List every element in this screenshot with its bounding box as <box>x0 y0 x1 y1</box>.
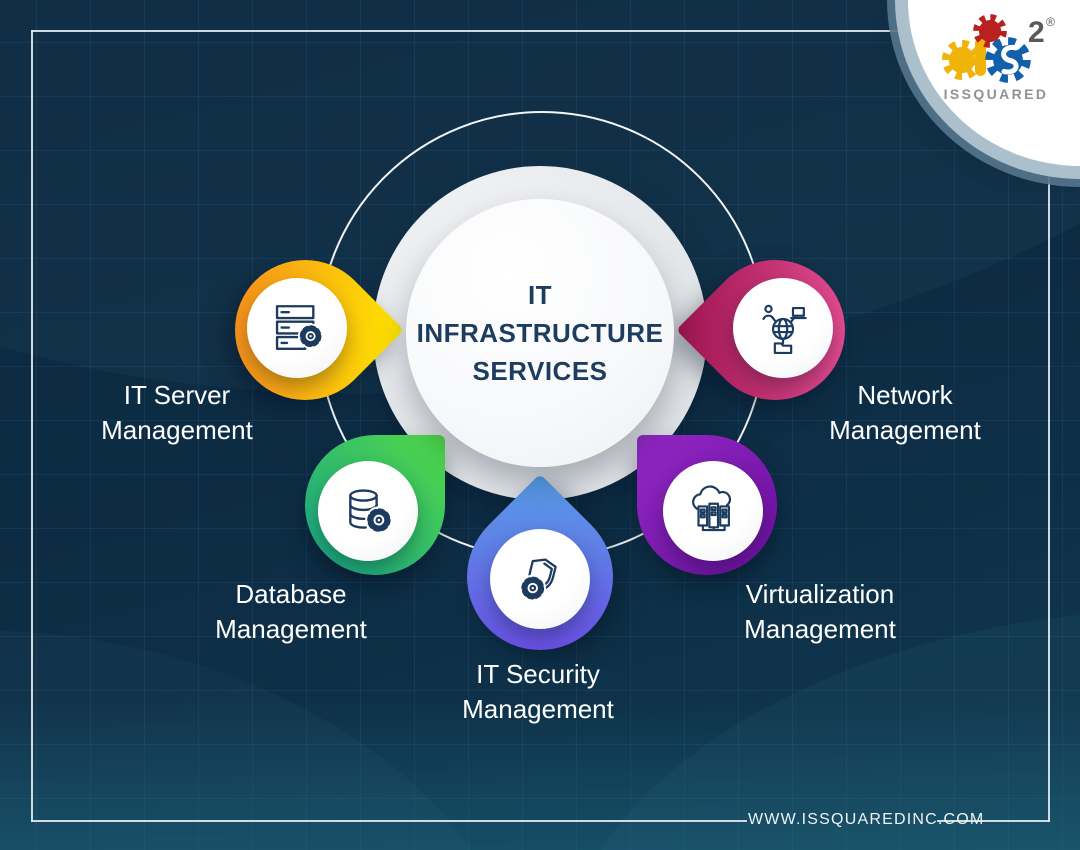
logo-superscript: 2 <box>1028 16 1045 49</box>
registered-mark: ® <box>1046 15 1055 29</box>
center-title-line2: INFRASTRUCTURE <box>416 318 664 348</box>
label-line: Management <box>215 614 367 644</box>
cloud-servers-icon <box>692 485 732 532</box>
node-circle-network <box>733 278 833 378</box>
label-line: Virtualization <box>745 579 895 609</box>
frame-bottom-line-left <box>31 820 747 822</box>
label-line: Network <box>857 380 953 410</box>
label-line: Database <box>235 579 347 609</box>
background-bottom-glow <box>0 700 1080 850</box>
node-circle-it-security <box>490 529 590 629</box>
frame-left-line <box>31 30 33 822</box>
label-line: Management <box>829 415 981 445</box>
issquared-logo: 2 ® ISSQUARED <box>920 14 1072 102</box>
frame-top-line <box>31 30 1050 32</box>
website-url: WWW.ISSQUAREDINC.COM <box>748 811 985 828</box>
server-rack-gear-icon <box>275 305 326 357</box>
frame-bottom-line-right <box>937 820 1050 822</box>
label-line: IT Security <box>476 659 600 689</box>
logo-corner: 2 ® ISSQUARED <box>908 0 1080 166</box>
node-circle-database <box>318 461 418 561</box>
label-line: Management <box>462 694 614 724</box>
center-title-line1: IT <box>527 280 553 310</box>
logo-brand-text: ISSQUARED <box>943 86 1049 102</box>
center-title-line3: SERVICES <box>472 356 608 386</box>
label-it-server-management: IT Server Management <box>27 378 327 448</box>
node-circle-it-server <box>247 278 347 378</box>
label-line: Management <box>101 415 253 445</box>
center-title: IT INFRASTRUCTURE SERVICES <box>417 276 664 390</box>
label-network-management: Network Management <box>755 378 1055 448</box>
label-line: IT Server <box>123 380 231 410</box>
shield-gear-icon <box>511 558 557 608</box>
globe-network-icon <box>762 304 807 355</box>
frame-right-line <box>1048 30 1050 822</box>
node-circle-virtualization <box>663 461 763 561</box>
label-line: Management <box>744 614 896 644</box>
issquared-logo-mark: 2 ® <box>920 14 1055 84</box>
database-gear-icon <box>349 489 397 540</box>
center-hub: IT INFRASTRUCTURE SERVICES <box>406 199 674 467</box>
label-database-management: Database Management <box>141 577 441 647</box>
label-it-security-management: IT Security Management <box>388 657 688 727</box>
label-virtualization-management: Virtualization Management <box>670 577 970 647</box>
